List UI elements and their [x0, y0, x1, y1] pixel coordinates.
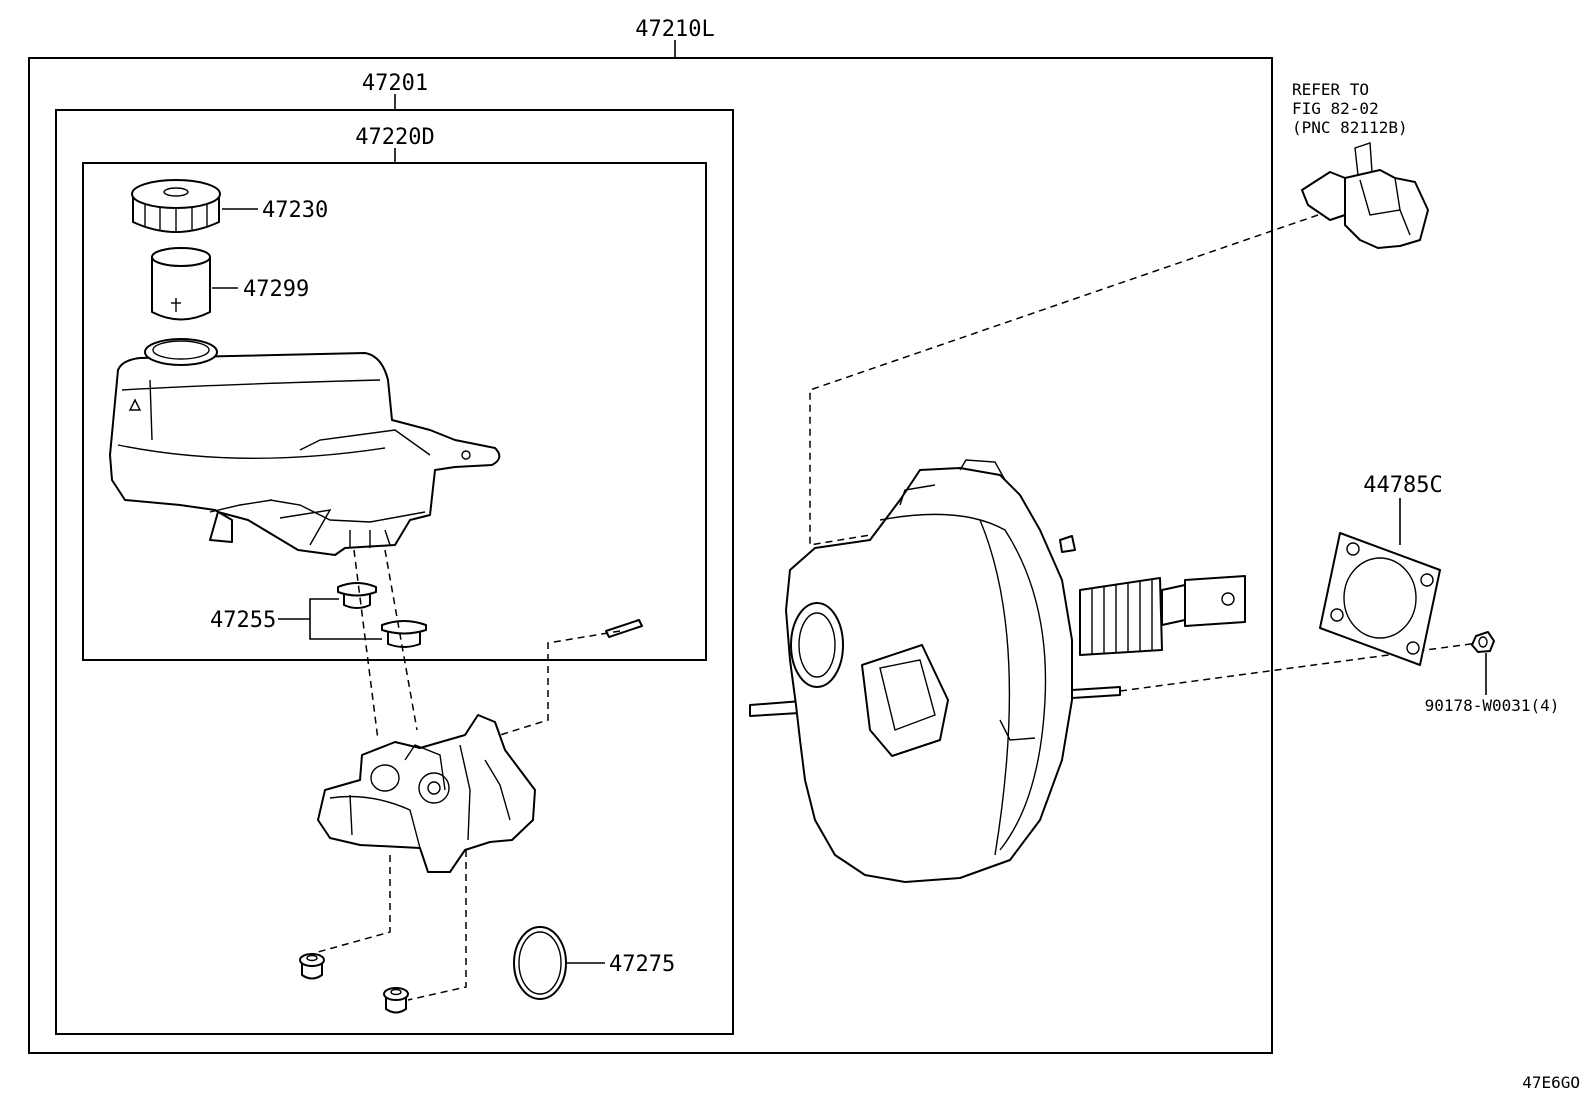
hex-nut-drawing	[1471, 631, 1495, 653]
frame-47201	[55, 109, 734, 1035]
brake-booster-drawing	[749, 459, 1246, 883]
grommet-lower-drawing	[381, 620, 427, 648]
refer-note-line3: (PNC 82112B)	[1292, 118, 1408, 137]
diagram-code: 47E6GO	[1522, 1073, 1580, 1092]
master-cylinder-drawing	[317, 714, 536, 873]
label-47201[interactable]: 47201	[362, 71, 428, 96]
gasket-drawing	[1319, 532, 1441, 666]
vacuum-sensor-connector-drawing	[1301, 142, 1429, 249]
o-ring-drawing	[513, 926, 567, 1000]
frame-47210L	[28, 57, 1273, 1054]
flange-nut-left-drawing	[299, 953, 325, 980]
grommet-upper-drawing	[337, 582, 377, 609]
pin-drawing	[605, 619, 643, 638]
flange-nut-right-drawing	[383, 987, 409, 1014]
label-47220D[interactable]: 47220D	[355, 125, 434, 150]
label-44785C[interactable]: 44785C	[1363, 473, 1442, 498]
label-90178-W0031[interactable]: 90178-W0031(4)	[1425, 696, 1560, 715]
reservoir-strainer-drawing	[151, 247, 211, 321]
label-47210L[interactable]: 47210L	[635, 17, 714, 42]
label-47299[interactable]: 47299	[243, 277, 309, 302]
reservoir-tank-drawing	[109, 338, 501, 556]
refer-note-line2: FIG 82-02	[1292, 99, 1379, 118]
reservoir-cap-drawing	[131, 179, 221, 233]
label-47255[interactable]: 47255	[210, 608, 276, 633]
refer-note-line1: REFER TO	[1292, 80, 1369, 99]
label-47230[interactable]: 47230	[262, 198, 328, 223]
label-47275[interactable]: 47275	[609, 952, 675, 977]
